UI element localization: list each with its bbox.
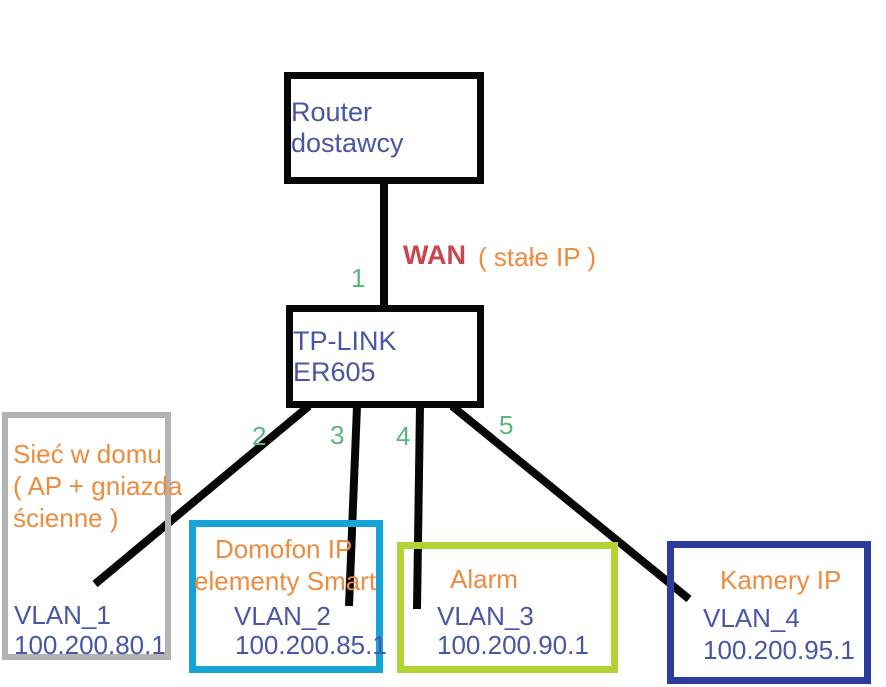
vlan2-ip: 100.200.85.1 [235, 630, 387, 660]
vlan2-name: VLAN_2 [234, 601, 331, 631]
wire-port2-vlan1 [92, 402, 312, 588]
port-5-label: 5 [499, 410, 514, 440]
vlan1-description-line2: ( AP + gniazda [13, 471, 183, 501]
vlan3-alarm-box: Alarm VLAN_3 100.200.90.1 [397, 542, 618, 673]
vlan4-ip: 100.200.95.1 [703, 635, 855, 665]
wan-label: WAN [403, 240, 466, 270]
vlan3-name: VLAN_3 [437, 601, 534, 631]
wire-port3-vlan2 [345, 405, 361, 607]
tplink-er605-label: TP-LINK ER605 [293, 325, 397, 387]
port-4-label: 4 [396, 421, 411, 451]
vlan1-network-info: VLAN_1 100.200.80.1 [14, 600, 166, 660]
vlan4-name: VLAN_4 [703, 603, 800, 633]
vlan4-kamery-box: Kamery IP VLAN_4 100.200.95.1 [667, 541, 871, 684]
tplink-er605-box: TP-LINK ER605 [286, 305, 484, 408]
vlan2-description-line2: elementy Smart [194, 566, 377, 596]
vlan3-ip: 100.200.90.1 [437, 630, 589, 660]
vlan2-domofon-smart-box: Domofon IP elementy Smart VLAN_2 100.200… [189, 520, 387, 673]
vlan1-ip: 100.200.80.1 [14, 630, 166, 660]
router-dostawcy-label: Router dostawcy [291, 97, 404, 158]
vlan2-description-line1: Domofon IP [215, 534, 353, 564]
vlan3-description-line1: Alarm [450, 564, 518, 594]
wire-port4-vlan3 [413, 405, 424, 610]
vlan1-name: VLAN_1 [14, 600, 111, 630]
vlan1-home-network-box: Sieć w domu ( AP + gniazda ścienne ) VLA… [2, 412, 182, 660]
vlan1-description-line1: Sieć w domu [13, 439, 162, 469]
vlan4-description-line1: Kamery IP [720, 565, 842, 595]
router-dostawcy-box: Router dostawcy [284, 72, 484, 184]
wan-static-ip-note: ( stałe IP ) [478, 242, 597, 272]
port-3-label: 3 [330, 420, 345, 450]
wire-port5-vlan4 [449, 402, 692, 603]
port-2-label: 2 [252, 421, 267, 451]
vlan1-description: Sieć w domu ( AP + gniazda ścienne ) [13, 438, 182, 534]
port-1-label: 1 [351, 263, 366, 293]
vlan1-description-line3: ścienne ) [13, 503, 119, 533]
